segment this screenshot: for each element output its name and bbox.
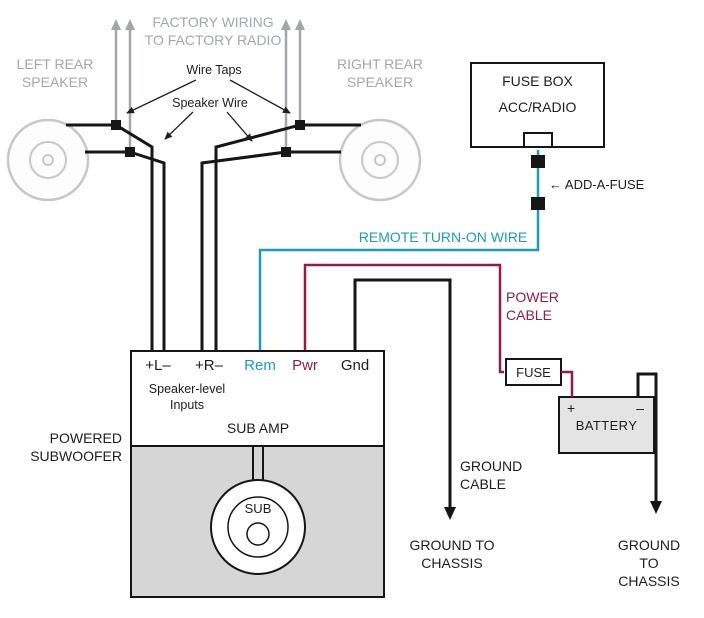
sub-label: SUB <box>244 501 272 516</box>
terminal-right-input: +R– <box>195 357 223 374</box>
terminal-left-input: +L– <box>145 357 171 374</box>
fuse-box-connector <box>522 132 553 148</box>
terminal-ground: Gnd <box>340 357 370 374</box>
powered-subwoofer-label: POWERED SUBWOOFER <box>30 430 122 465</box>
battery-label: BATTERY <box>575 418 638 433</box>
sub-amp: +L– +R– Rem Pwr Gnd Speaker-level Inputs… <box>130 350 385 598</box>
right-rear-speaker-label: RIGHT REAR SPEAKER <box>336 56 424 91</box>
add-a-fuse-blocks <box>531 155 545 210</box>
right-speaker-icon <box>338 118 422 202</box>
left-rear-speaker-label: LEFT REAR SPEAKER <box>16 56 94 91</box>
remote-turn-on-wire <box>258 150 545 350</box>
speaker-wires <box>66 123 361 350</box>
inline-fuse: FUSE <box>505 358 562 386</box>
add-a-fuse-label: ← ADD-A-FUSE <box>549 177 645 192</box>
wire-tap-connectors <box>111 120 305 157</box>
ground-to-chassis-right-label: GROUND TO CHASSIS <box>617 537 681 590</box>
fuse-box-circuit: ACC/RADIO <box>498 99 577 115</box>
terminal-remote: Rem <box>244 357 276 374</box>
ground-cable-label: GROUND CABLE <box>460 458 523 493</box>
wire-taps-label: Wire Taps <box>186 63 242 77</box>
terminal-power: Pwr <box>292 357 318 374</box>
power-cable-label: POWER CABLE <box>506 289 559 324</box>
sub-enclosure <box>132 445 383 596</box>
speaker-level-inputs-label: Speaker-level Inputs <box>148 382 226 413</box>
sub-amp-label: SUB AMP <box>226 420 290 436</box>
factory-wiring-label: FACTORY WIRING TO FACTORY RADIO <box>144 14 282 49</box>
ground-to-chassis-left-label: GROUND TO CHASSIS <box>409 537 495 572</box>
battery-minus-terminal: – <box>636 400 644 416</box>
battery-plus-terminal: + <box>567 400 576 416</box>
battery: + – BATTERY <box>558 396 655 454</box>
left-speaker-icon <box>6 118 90 202</box>
fuse-box-title: FUSE BOX <box>502 73 573 89</box>
fuse-box: FUSE BOX ACC/RADIO <box>470 62 605 148</box>
speaker-wire-label: Speaker Wire <box>172 96 248 110</box>
remote-turn-on-label: REMOTE TURN-ON WIRE <box>358 229 528 245</box>
